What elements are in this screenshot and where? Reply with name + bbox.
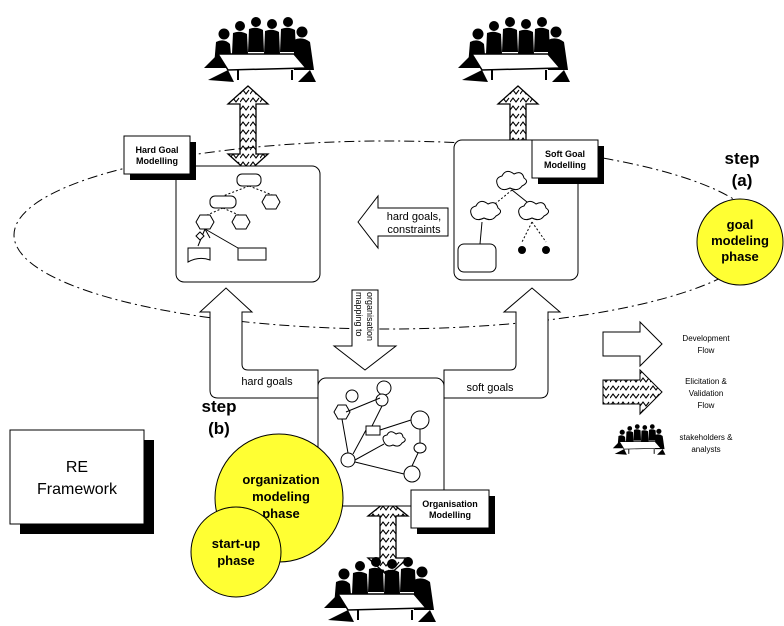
goal-phase-label: modeling <box>711 233 769 248</box>
goal-phase-label: phase <box>721 249 759 264</box>
cloud-icon <box>496 170 528 191</box>
soft-goals-label: soft goals <box>466 382 514 394</box>
hard-goals-constraints-label: constraints <box>387 224 441 236</box>
startup-phase-label: start-up <box>212 536 260 551</box>
hard-goals-arrow <box>198 287 319 399</box>
re-framework-label: RE <box>66 459 88 476</box>
step-b-label: (b) <box>208 419 230 438</box>
mapping-label: organisation <box>365 292 375 341</box>
elicitation-arrow-icon <box>226 85 270 173</box>
legend-elicitation-label: Flow <box>698 401 715 410</box>
step-a-label: (a) <box>732 171 753 190</box>
step-a-label: step <box>725 149 760 168</box>
legend-stakeholders-icon <box>612 423 666 456</box>
hard-goal-modelling-label: Modelling <box>136 156 178 166</box>
hard-goals-label: hard goals <box>241 376 293 388</box>
organisation-model-graph <box>333 380 430 483</box>
organisation-modelling-label: Modelling <box>429 510 471 520</box>
goal-phase-label: goal <box>727 217 754 232</box>
hard-goal-modelling-box <box>123 135 191 175</box>
step-b-label: step <box>202 397 237 416</box>
elicitation-arrow-icon <box>602 368 663 416</box>
stakeholders-group-icon <box>203 16 317 83</box>
legend-development-label: Flow <box>698 346 715 355</box>
development-arrow-icon <box>602 320 663 368</box>
organisation-modelling-box <box>410 489 490 529</box>
startup-phase-circle <box>190 506 282 598</box>
legend-elicitation-label: Validation <box>689 389 724 398</box>
soft-goals-arrow <box>443 287 562 399</box>
stakeholders-group-icon <box>457 16 571 83</box>
organization-phase-label: phase <box>262 506 300 521</box>
soft-goal-modelling-label: Soft Goal <box>545 149 585 159</box>
legend-stakeholders-label: stakeholders & <box>680 433 734 442</box>
hard-goals-constraints-label: hard goals, <box>387 211 441 223</box>
hard-goal-modelling-label: Hard Goal <box>135 145 178 155</box>
startup-phase-label: phase <box>217 553 255 568</box>
elicitation-arrow-icon <box>366 499 410 577</box>
organisation-modelling-label: Organisation <box>422 499 478 509</box>
hard-goal-model-graph <box>187 173 281 263</box>
cloud-icon <box>518 200 550 221</box>
cloud-icon <box>470 200 502 221</box>
organization-phase-label: modeling <box>252 489 310 504</box>
soft-goal-modelling-label: Modelling <box>544 160 586 170</box>
legend-elicitation-label: Elicitation & <box>685 377 727 386</box>
legend-development-label: Development <box>682 334 730 343</box>
re-framework-box <box>9 429 145 525</box>
legend-stakeholders-label: analysts <box>691 445 720 454</box>
soft-goal-modelling-box <box>531 139 599 179</box>
cloud-icon <box>382 431 406 447</box>
hard-goals-constraints-arrow <box>357 194 449 250</box>
re-framework-label: Framework <box>37 481 118 498</box>
goal-modeling-phase-circle <box>696 198 784 286</box>
soft-goal-model-graph <box>457 170 550 273</box>
organization-phase-label: organization <box>242 472 319 487</box>
mapping-arrow <box>332 289 398 371</box>
hexagon-icon <box>333 404 351 420</box>
mapping-label: mapping to <box>354 292 364 337</box>
